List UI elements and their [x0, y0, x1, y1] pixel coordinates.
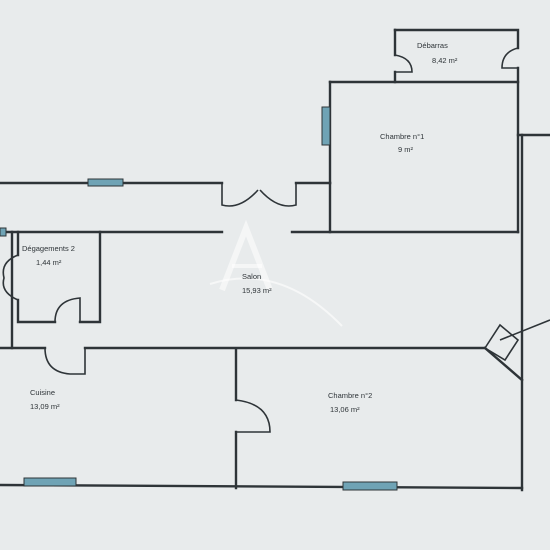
- window-chambre1: [321, 106, 331, 146]
- watermark-logo: [209, 219, 343, 327]
- window-chambre2: [342, 481, 398, 491]
- window-cuisine: [23, 477, 77, 487]
- door-degagements-closet: [2, 254, 19, 301]
- room-name-degagements: Dégagements 2: [22, 244, 75, 253]
- door-chambre2: [235, 399, 271, 433]
- walls: [0, 28, 550, 492]
- door-corridor-right: [259, 183, 297, 207]
- room-name-chambre2: Chambre n°2: [328, 391, 372, 400]
- doors: [2, 47, 550, 433]
- windows: [0, 106, 398, 491]
- room-area-chambre1: 9 m²: [398, 145, 414, 154]
- door-entrance: [483, 323, 520, 362]
- door-degagements: [54, 297, 81, 323]
- room-name-chambre1: Chambre n°1: [380, 132, 424, 141]
- room-name-cuisine: Cuisine: [30, 388, 55, 397]
- room-area-degagements: 1,44 m²: [36, 258, 62, 267]
- room-area-debarras: 8,42 m²: [432, 56, 458, 65]
- room-name-debarras: Débarras: [417, 41, 448, 50]
- entrance-arrow-line: [499, 319, 550, 341]
- room-area-cuisine: 13,09 m²: [30, 402, 60, 411]
- door-debarras-left: [394, 54, 413, 73]
- door-corridor-left: [221, 183, 259, 207]
- room-name-salon: Salon: [242, 272, 261, 281]
- window-degagements: [0, 227, 7, 237]
- window-corridor: [87, 178, 124, 187]
- door-cuisine: [44, 347, 86, 375]
- room-area-salon: 15,93 m²: [242, 286, 272, 295]
- room-area-chambre2: 13,06 m²: [330, 405, 360, 414]
- door-debarras-right: [501, 47, 519, 69]
